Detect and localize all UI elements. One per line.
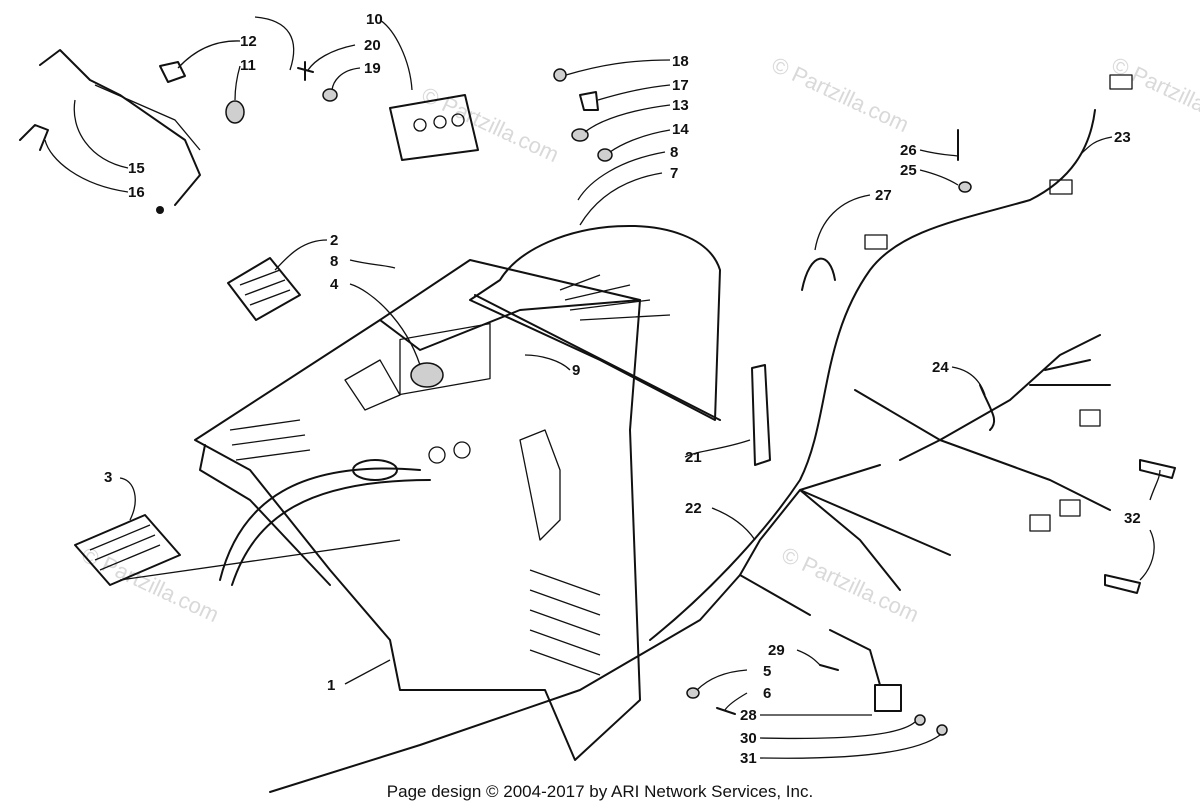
leader-lines bbox=[44, 16, 1161, 759]
instrument-panel-part-10 bbox=[389, 94, 479, 161]
throttle-cable-part-15-16 bbox=[19, 49, 201, 214]
callout-9: 9 bbox=[572, 362, 580, 379]
callout-13: 13 bbox=[672, 97, 689, 114]
callout-10: 10 bbox=[366, 11, 383, 28]
decal-part-3 bbox=[74, 514, 181, 586]
trim-strip-part-21 bbox=[751, 364, 771, 466]
connector-part-28 bbox=[829, 629, 902, 712]
callout-6: 6 bbox=[763, 685, 771, 702]
hardware-bottom bbox=[686, 129, 1176, 736]
watermark: © Partzilla.com bbox=[78, 542, 223, 627]
watermark: © Partzilla.com bbox=[768, 52, 913, 137]
callout-25: 25 bbox=[900, 162, 917, 179]
callout-21: 21 bbox=[685, 449, 702, 466]
callout-28: 28 bbox=[740, 707, 757, 724]
callout-24: 24 bbox=[932, 359, 949, 376]
callout-16: 16 bbox=[128, 184, 145, 201]
callout-23: 23 bbox=[1114, 129, 1131, 146]
callout-2: 2 bbox=[330, 232, 338, 249]
callout-1: 1 bbox=[327, 677, 335, 694]
watermark: © Partzilla.com bbox=[778, 542, 923, 627]
callout-4: 4 bbox=[330, 276, 339, 293]
callout-31: 31 bbox=[740, 750, 757, 767]
callout-5: 5 bbox=[763, 663, 771, 680]
hood-console-part-1 bbox=[194, 259, 641, 761]
decal-part-2 bbox=[227, 257, 301, 321]
callout-7: 7 bbox=[670, 165, 678, 182]
callout-15: 15 bbox=[128, 160, 145, 177]
wiring-harness-part-24 bbox=[854, 334, 1111, 532]
callout-30: 30 bbox=[740, 730, 757, 747]
callouts: 1 2 3 4 5 6 7 8 8 9 10 11 12 13 14 15 16… bbox=[104, 11, 1141, 767]
wiring-harness-part-22 bbox=[269, 74, 1133, 793]
callout-26: 26 bbox=[900, 142, 917, 159]
dash-shell-part-7 bbox=[469, 225, 721, 421]
callout-8-a: 8 bbox=[670, 144, 678, 161]
watermark: © Partzilla.com bbox=[1108, 52, 1200, 137]
copyright-footer: Page design © 2004-2017 by ARI Network S… bbox=[386, 782, 814, 801]
callout-3: 3 bbox=[104, 469, 112, 486]
callout-17: 17 bbox=[672, 77, 689, 94]
callout-11: 11 bbox=[240, 57, 256, 74]
callout-32: 32 bbox=[1124, 510, 1141, 527]
callout-19: 19 bbox=[364, 60, 381, 77]
callout-14: 14 bbox=[672, 121, 689, 138]
callout-12: 12 bbox=[240, 33, 257, 50]
callout-18: 18 bbox=[672, 53, 689, 70]
hardware-top bbox=[159, 61, 613, 162]
callout-27: 27 bbox=[875, 187, 892, 204]
callout-22: 22 bbox=[685, 500, 702, 517]
callout-20: 20 bbox=[364, 37, 381, 54]
callout-8-b: 8 bbox=[330, 253, 338, 270]
callout-29: 29 bbox=[768, 642, 785, 659]
